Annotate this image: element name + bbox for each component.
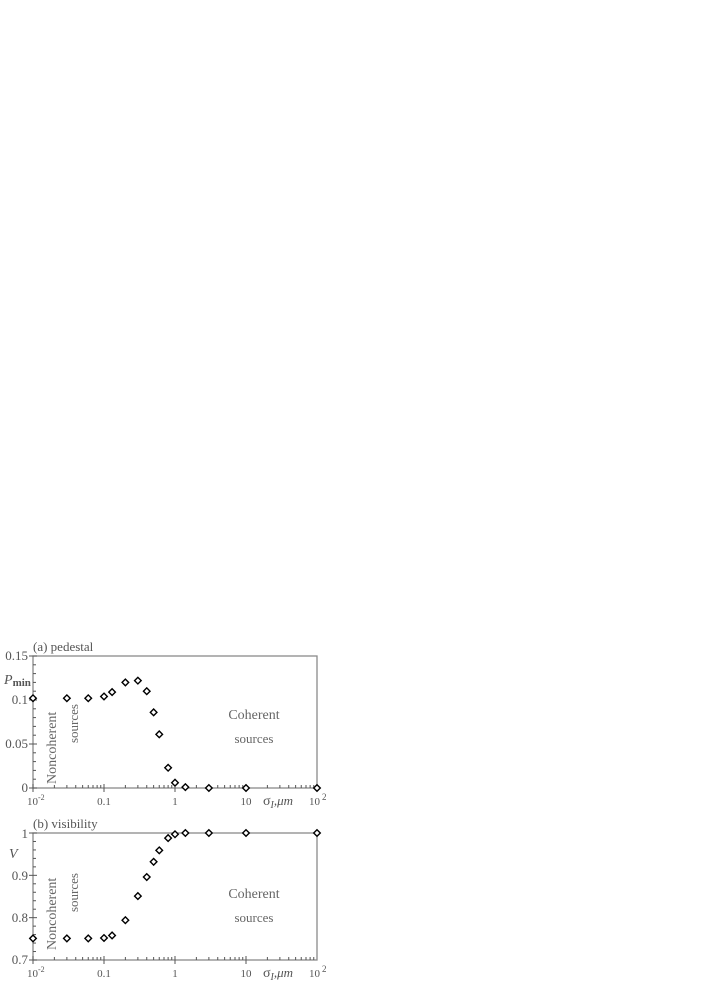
panel-b-ytick-1: 1 [22, 826, 29, 841]
panel-a-ylabel: Pmin [3, 673, 31, 689]
panel-b-xtick-0.1: 0.1 [97, 968, 111, 980]
panel-b-xtick-10: 10 [241, 968, 253, 980]
data-point-diamond [163, 833, 173, 843]
data-point-diamond [107, 687, 117, 697]
data-point-diamond [62, 693, 72, 703]
panel-a-xtick-0.1: 0.1 [97, 796, 111, 808]
panel-b-y-ticks [29, 832, 37, 961]
data-point-diamond [28, 693, 38, 703]
panel-a-ytick-0.15: 0.15 [5, 648, 28, 663]
panel-a-ytick-0.05: 0.05 [5, 736, 28, 751]
data-point-diamond [142, 686, 152, 696]
panel-b-coherent-label: Coherent [228, 887, 279, 902]
data-point-diamond [99, 933, 109, 943]
panel-a-y-ticks [29, 655, 37, 789]
data-point-diamond [133, 676, 143, 685]
panel-a-ytick-0.1: 0.1 [12, 692, 28, 707]
panel-b-ytick-0.9: 0.9 [12, 868, 28, 883]
data-point-diamond [62, 934, 72, 943]
data-point-diamond [170, 778, 180, 788]
panel-a-pedestal-chart: (a) pedestal 0.15 0.1 0.05 0 Pmin 10-2 0… [3, 639, 327, 811]
data-point-diamond [241, 783, 251, 793]
panel-b-ytick-0.8: 0.8 [12, 910, 28, 925]
data-point-diamond [121, 678, 130, 687]
data-point-diamond [181, 828, 190, 838]
panel-a-ytick-0: 0 [22, 780, 29, 795]
data-point-diamond [204, 828, 214, 838]
data-point-diamond [241, 828, 251, 838]
panel-a-label: (a) pedestal [33, 639, 94, 654]
data-point-diamond [154, 730, 164, 739]
panel-a-xtick-0.01: 10-2 [27, 793, 45, 808]
data-point-diamond [163, 763, 173, 773]
panel-a-noncoherent-label: Noncoherent [45, 712, 60, 784]
panel-a-xtick-10: 10 [241, 796, 253, 808]
data-point-diamond [83, 693, 93, 703]
panel-b-label: (b) visibility [33, 816, 98, 831]
data-point-diamond [154, 846, 164, 855]
panel-b-visibility-chart: (b) visibility 1 0.9 0.8 0.7 V 10-2 0.1 … [9, 816, 327, 983]
panel-a-xtick-1: 1 [172, 796, 178, 808]
panel-a-data-points [28, 676, 322, 793]
panel-b-ytick-0.7: 0.7 [12, 952, 29, 967]
data-point-diamond [204, 783, 214, 793]
panel-b-noncoherent-sources-label: sources [66, 873, 81, 912]
data-point-diamond [107, 931, 117, 940]
data-point-diamond [312, 783, 322, 793]
data-point-diamond [149, 857, 158, 867]
data-point-diamond [142, 872, 152, 882]
data-point-diamond [181, 782, 190, 792]
panel-a-coherent-sources-label: sources [235, 731, 274, 746]
panel-b-coherent-sources-label: sources [235, 910, 274, 925]
data-point-diamond [312, 828, 322, 838]
data-point-diamond [170, 829, 180, 839]
panel-b-x-ticks [32, 956, 315, 964]
panel-a-xlabel: σI,μm [263, 793, 293, 811]
panel-b-xtick-0.01: 10-2 [27, 965, 45, 980]
panel-b-xlabel: σI,μm [263, 965, 293, 983]
data-point-diamond [28, 934, 38, 943]
data-point-diamond [149, 708, 158, 717]
panel-b-noncoherent-label: Noncoherent [45, 878, 60, 950]
data-point-diamond [133, 891, 143, 901]
panel-b-ylabel: V [9, 847, 19, 862]
panel-b-data-points [28, 828, 322, 943]
panel-a-noncoherent-sources-label: sources [66, 704, 81, 743]
panel-a-coherent-label: Coherent [228, 708, 279, 723]
data-point-diamond [121, 915, 130, 925]
panel-b-xtick-1: 1 [172, 968, 178, 980]
data-point-diamond [83, 934, 93, 943]
data-point-diamond [99, 692, 109, 701]
